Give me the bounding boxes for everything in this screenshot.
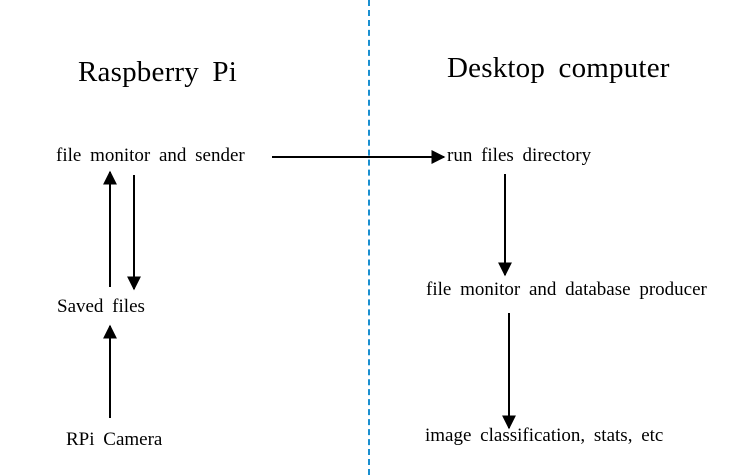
raspberry-pi-heading: Raspberry Pi [78, 56, 238, 88]
run-files-directory-node: run files directory [447, 145, 592, 166]
rpi-camera-node: RPi Camera [66, 429, 163, 450]
saved-files-node: Saved files [57, 296, 145, 317]
panel-divider-dashed-line [368, 0, 370, 475]
desktop-computer-heading: Desktop computer [447, 52, 670, 84]
file-monitor-and-database-producer-node: file monitor and database producer [426, 279, 707, 300]
image-classification-node: image classification, stats, etc [425, 425, 664, 446]
file-monitor-and-sender-node: file monitor and sender [56, 145, 245, 166]
